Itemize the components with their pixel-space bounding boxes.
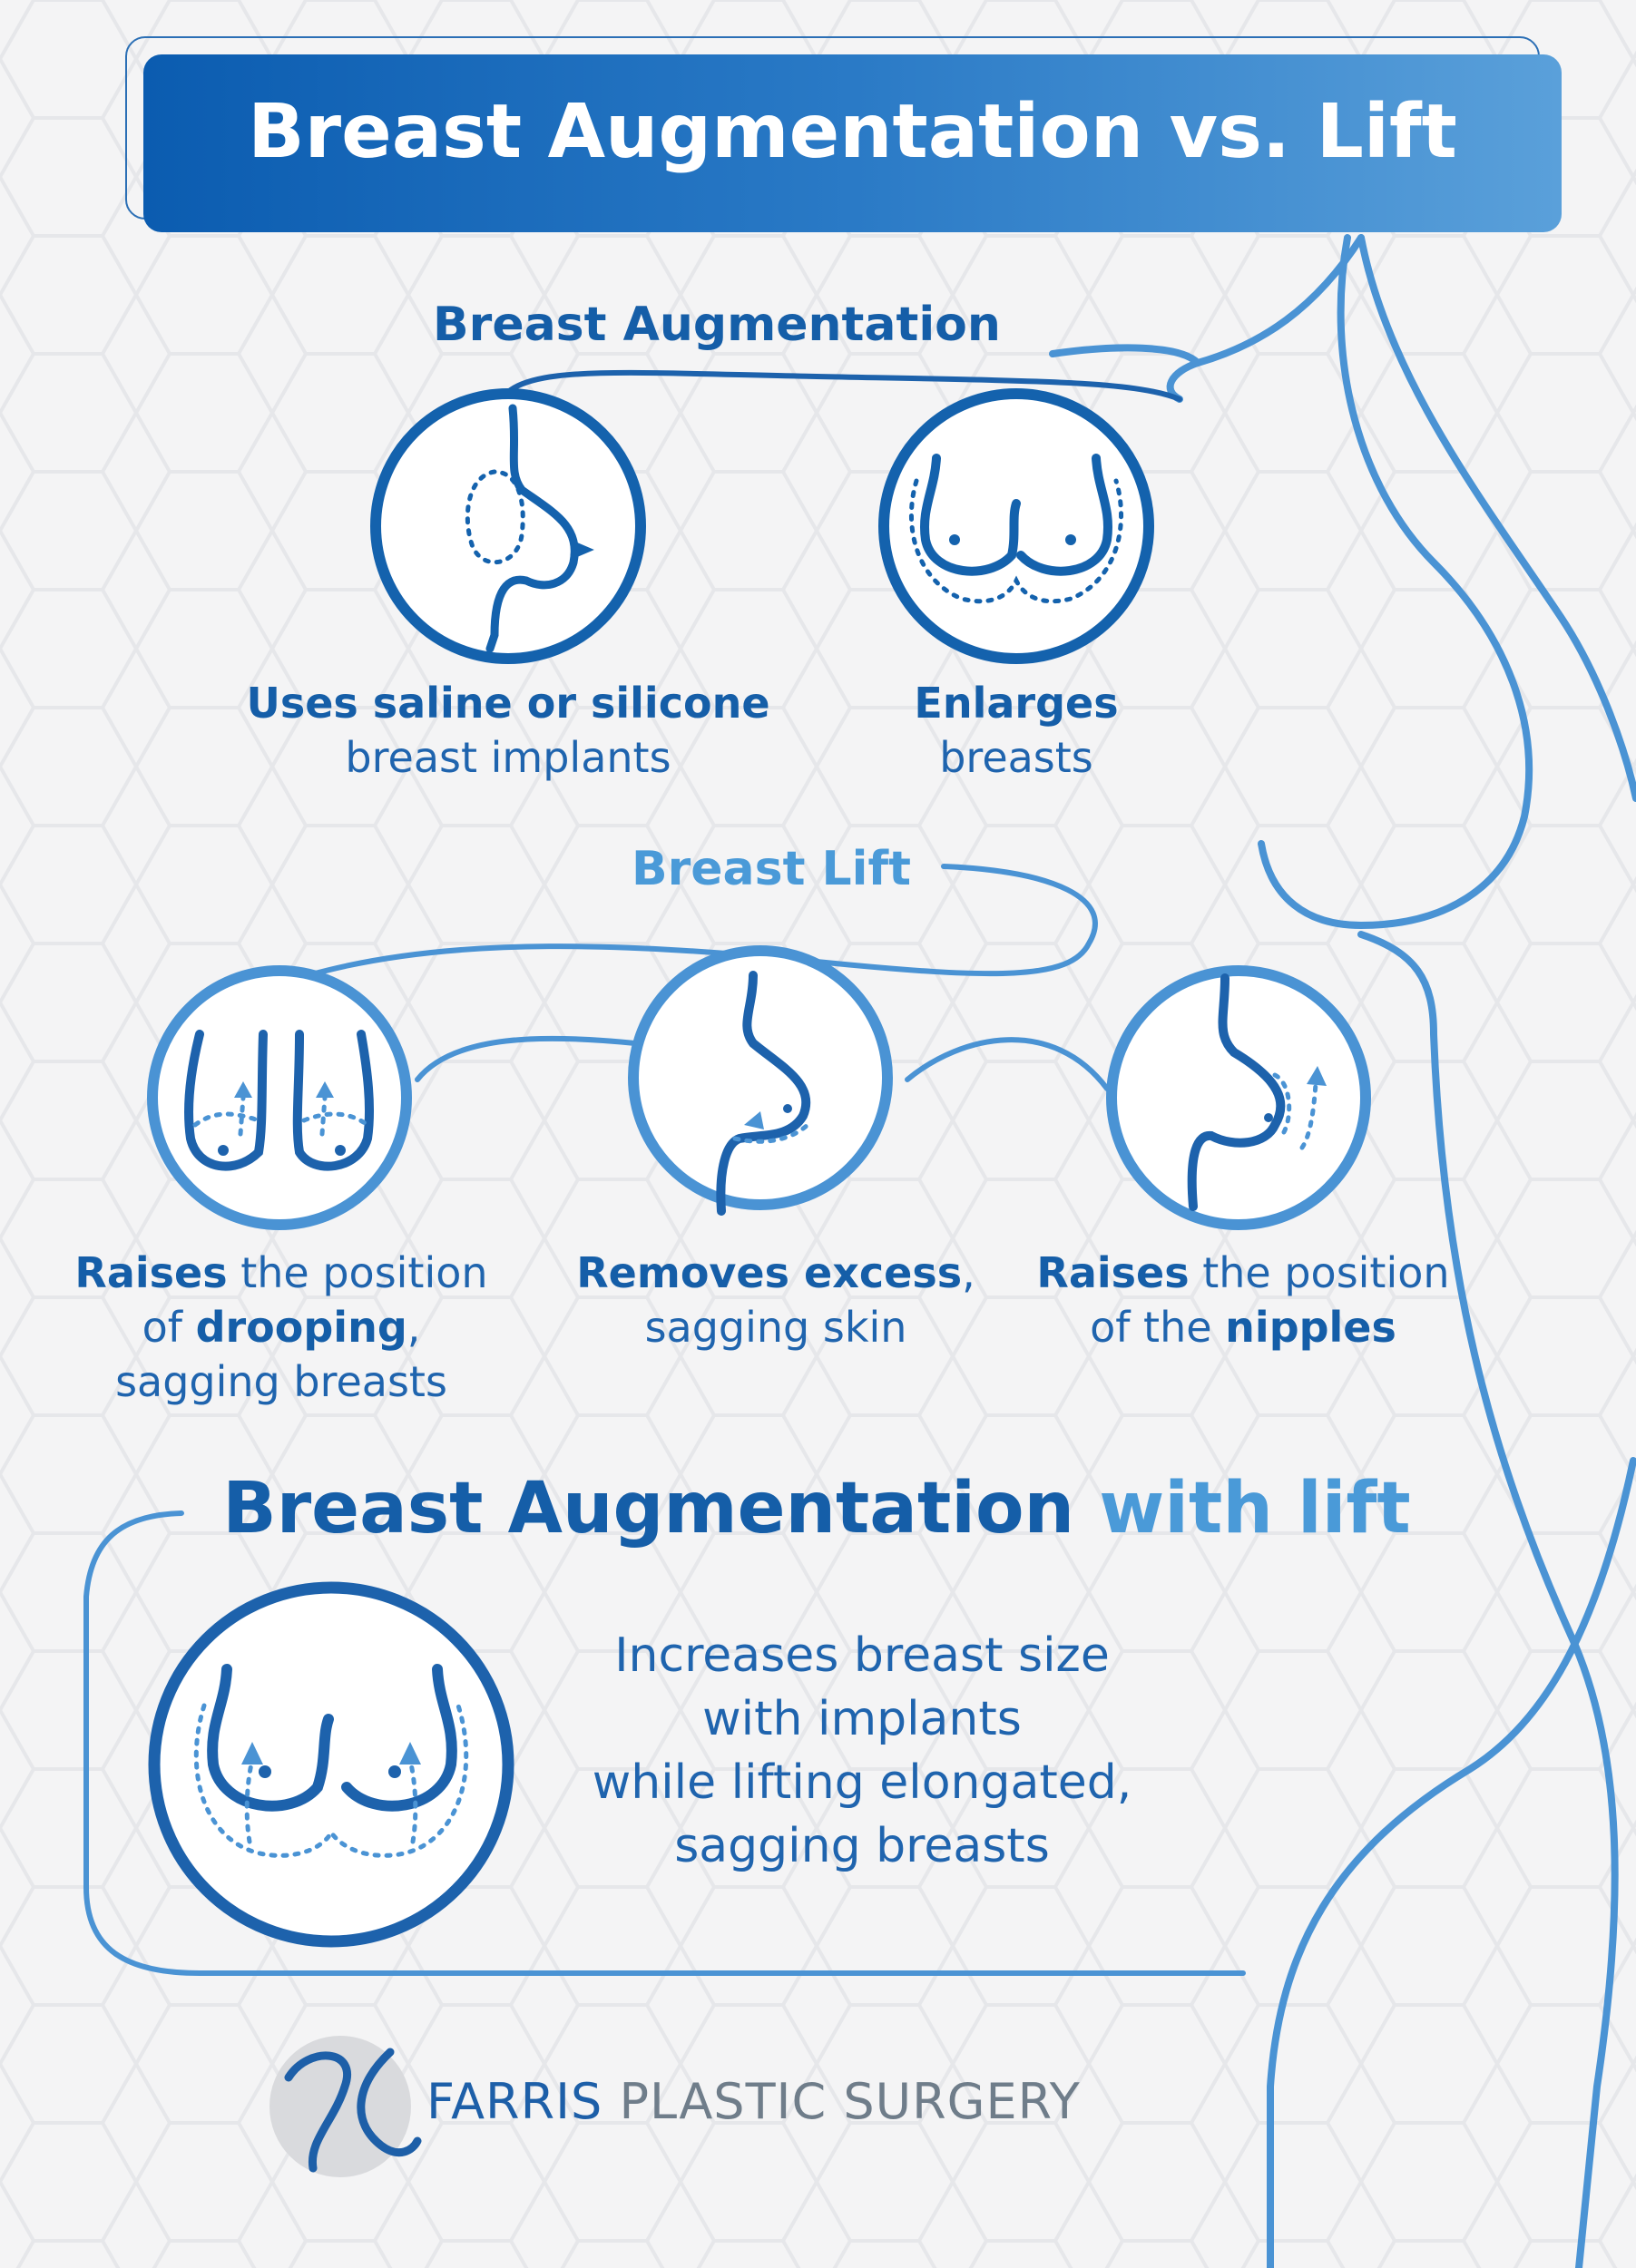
lift-caption-drooping: Raises the position of drooping, sagging… — [45, 1246, 517, 1409]
lift-heading: Breast Lift — [632, 842, 911, 896]
augmentation-caption-enlarges: Enlarges breasts — [835, 676, 1198, 785]
lift-caption-excess-skin: Removes excess, sagging skin — [544, 1246, 1007, 1354]
brand-name-rest: PLASTIC SURGERY — [619, 2073, 1081, 2130]
lift-caption-drooping-t1: the position — [227, 1248, 488, 1297]
augmentation-with-lift-heading: Breast Augmentation with lift — [136, 1468, 1497, 1549]
combo-line-2: with implants — [702, 1692, 1022, 1746]
augmentation-caption-implants-bold: Uses saline or silicone — [246, 679, 770, 728]
combo-line-3: while lifting elongated, — [592, 1755, 1132, 1810]
lift-caption-nipples-t2: of the — [1090, 1303, 1226, 1352]
augmentation-side-icon — [370, 388, 646, 664]
farris-logo-mark — [269, 2036, 422, 2177]
lift-nipples-icon — [1106, 965, 1371, 1230]
augmentation-with-lift-icon — [148, 1581, 514, 1948]
lift-excess-skin-icon — [628, 945, 893, 1216]
lift-caption-nipples-b2: nipples — [1225, 1303, 1396, 1352]
header-banner — [143, 54, 1562, 232]
lift-connector-line — [306, 864, 1098, 978]
lift-caption-drooping-t2: of — [142, 1303, 196, 1352]
augmentation-caption-enlarges-bold: Enlarges — [914, 679, 1119, 728]
combo-heading-light: with lift — [1099, 1468, 1411, 1549]
augmentation-connector-line — [492, 369, 1182, 415]
brand-name: FARRIS PLASTIC SURGERY — [426, 2073, 1171, 2130]
combo-line-4: sagging breasts — [674, 1819, 1050, 1873]
lift-caption-drooping-b2: drooping — [195, 1303, 407, 1352]
augmentation-caption-implants-rest: breast implants — [345, 733, 671, 782]
augmentation-caption-enlarges-rest: breasts — [939, 733, 1093, 782]
augmentation-heading: Breast Augmentation — [433, 298, 1001, 352]
body-silhouette-outline — [1049, 234, 1636, 2268]
combo-heading-bold: Breast Augmentation — [222, 1468, 1075, 1549]
lift-drooping-icon — [147, 965, 412, 1230]
lift-caption-drooping-t4: sagging breasts — [115, 1357, 447, 1406]
lift-caption-drooping-b1: Raises — [74, 1248, 228, 1297]
augmentation-front-icon — [878, 388, 1154, 664]
combo-line-1: Increases breast size — [614, 1628, 1110, 1683]
lift-circle-link-1 — [415, 1035, 638, 1082]
augmentation-with-lift-description: Increases breast size with implants whil… — [508, 1624, 1216, 1878]
combo-frame-line — [83, 1510, 1246, 1976]
lift-caption-excess-t2: sagging skin — [644, 1303, 907, 1352]
lift-caption-excess-b1: Removes excess — [576, 1248, 963, 1297]
augmentation-caption-implants: Uses saline or silicone breast implants — [209, 676, 808, 785]
lift-caption-nipples-b1: Raises — [1036, 1248, 1190, 1297]
page-title: Breast Augmentation vs. Lift — [248, 89, 1457, 175]
lift-caption-excess-t1: , — [962, 1248, 975, 1297]
lift-caption-nipples-t1: the position — [1189, 1248, 1450, 1297]
lift-circle-link-2 — [905, 1037, 1110, 1091]
lift-caption-drooping-t3: , — [407, 1303, 421, 1352]
brand-name-first: FARRIS — [426, 2073, 603, 2130]
lift-caption-nipples: Raises the position of the nipples — [1016, 1246, 1470, 1354]
